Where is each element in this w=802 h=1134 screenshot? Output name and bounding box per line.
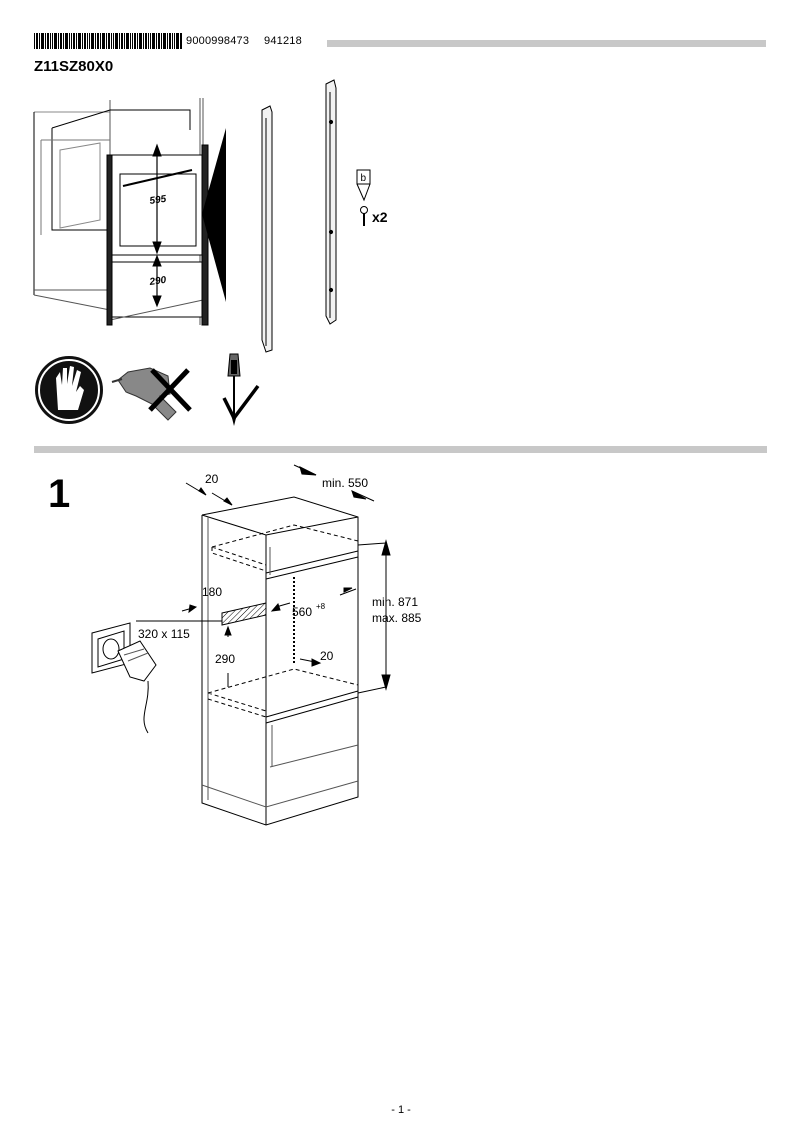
width-tolerance-label: +8 bbox=[316, 602, 326, 611]
drill-icon bbox=[111, 367, 192, 421]
socket-area-label: 320 x 115 bbox=[138, 627, 190, 641]
back-gap-label: 20 bbox=[320, 649, 334, 663]
checkmark-icon bbox=[222, 384, 260, 422]
gloves-icon bbox=[35, 356, 103, 424]
model-number: Z11SZ80X0 bbox=[34, 58, 114, 75]
drawer-height-label: 290 bbox=[148, 275, 167, 288]
overview-illustration: b x2 595 290 bbox=[33, 79, 388, 426]
height-min-label: min. 871 bbox=[372, 595, 418, 609]
cabinet-dimension-drawing: 20 min. 550 min. 871 max. 885 180 320 x … bbox=[91, 464, 422, 826]
oven-height-label: 595 bbox=[149, 194, 167, 207]
power-plug-icon bbox=[117, 640, 157, 734]
part-label-box bbox=[356, 169, 371, 185]
side-depth-label: 20 bbox=[205, 472, 219, 486]
oven-cabinet-drawing bbox=[33, 98, 209, 326]
header-divider bbox=[327, 40, 766, 47]
step-number: 1 bbox=[48, 472, 71, 516]
direction-pointer bbox=[202, 128, 226, 302]
barcode bbox=[34, 33, 182, 49]
page-number: - 1 - bbox=[391, 1104, 411, 1116]
section-divider bbox=[34, 446, 767, 453]
socket-height-label: 180 bbox=[202, 585, 222, 599]
wall-socket-icon bbox=[91, 622, 131, 674]
screw-quantity: x2 bbox=[372, 209, 388, 225]
height-max-label: max. 885 bbox=[372, 611, 422, 625]
part-label: b bbox=[361, 173, 367, 184]
cover-strip-drawing bbox=[261, 105, 273, 353]
width-label: 560 bbox=[292, 605, 312, 619]
min-depth-label: min. 550 bbox=[322, 476, 368, 490]
document-date: 941218 bbox=[264, 35, 302, 47]
screw-icon bbox=[360, 206, 368, 226]
mounting-rail-drawing bbox=[325, 79, 337, 325]
socket-offset-label: 290 bbox=[215, 652, 235, 666]
document-number: 9000998473 bbox=[186, 35, 250, 47]
